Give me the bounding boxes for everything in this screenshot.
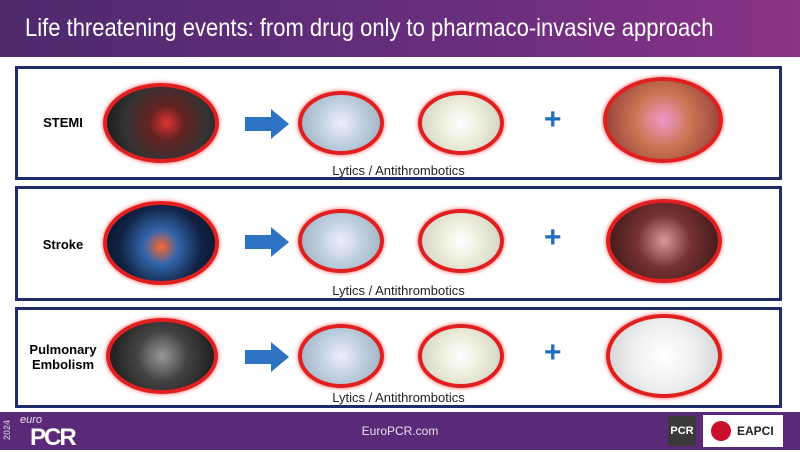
slide-title: Life threatening events: from drug only … — [25, 14, 714, 42]
eapci-text: EAPCI — [737, 424, 774, 438]
footer: 2024 euro PCR EuroPCR.com PCR EAPCI — [0, 412, 800, 451]
brand-small: euro — [20, 414, 43, 426]
row-label: STEMI — [43, 115, 83, 130]
catheter-device-image — [606, 314, 722, 398]
row-stemi: STEMI + Lytics / Antithrombotics — [15, 66, 782, 180]
arrow-right-icon — [245, 109, 289, 139]
syringe-image — [298, 324, 384, 388]
therapy-caption: Lytics / Antithrombotics — [332, 163, 465, 178]
plus-sign: + — [544, 336, 562, 369]
plus-sign: + — [544, 103, 562, 136]
title-bar: Life threatening events: from drug only … — [0, 0, 800, 57]
arrow-right-icon — [245, 342, 289, 372]
syringe-image — [298, 209, 384, 273]
pills-image — [418, 91, 504, 155]
stent-image — [603, 77, 723, 163]
pills-image — [418, 324, 504, 388]
europcr-logo: PCR — [30, 424, 77, 451]
row-stroke: Stroke + Lytics / Antithrombotics — [15, 186, 782, 301]
pcr-logo: PCR — [668, 416, 696, 446]
syringe-image — [298, 91, 384, 155]
therapy-caption: Lytics / Antithrombotics — [332, 390, 465, 405]
website-link[interactable]: EuroPCR.com — [361, 424, 439, 438]
arrow-right-icon — [245, 227, 289, 257]
thrombectomy-image — [606, 199, 722, 283]
ct-scan-image — [106, 318, 218, 394]
therapy-caption: Lytics / Antithrombotics — [332, 283, 465, 298]
brain-image — [103, 201, 219, 285]
heart-image — [103, 83, 219, 163]
row-label: Pulmonary Embolism — [29, 342, 97, 372]
row-pulmonary-embolism: Pulmonary Embolism + Lytics / Antithromb… — [15, 307, 782, 408]
pills-image — [418, 209, 504, 273]
eapci-logo: EAPCI — [703, 415, 783, 447]
row-label: Stroke — [42, 237, 84, 252]
heart-icon — [711, 421, 731, 441]
plus-sign: + — [544, 221, 562, 254]
